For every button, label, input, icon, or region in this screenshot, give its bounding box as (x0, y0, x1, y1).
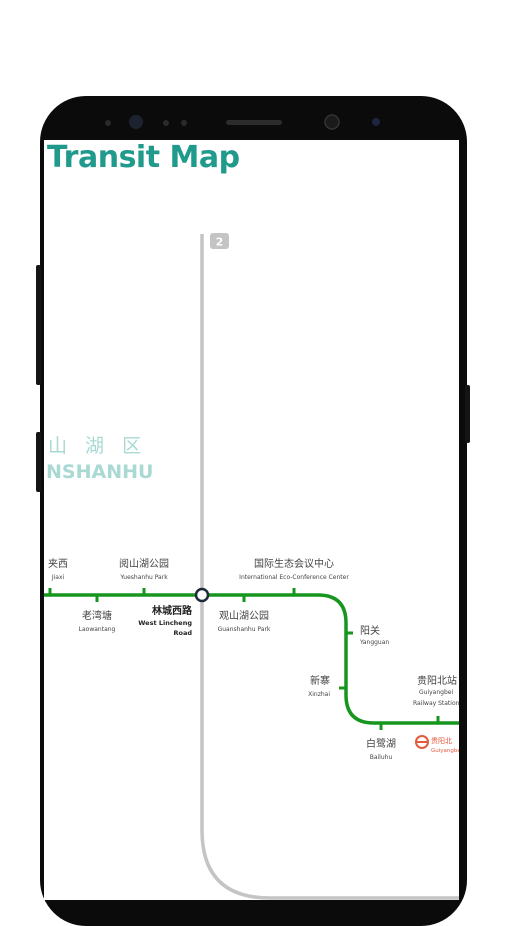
station-label-en: Road (173, 629, 192, 637)
app-screen (44, 140, 459, 900)
station-label-en: Railway Station (413, 700, 460, 707)
bixby-button (36, 432, 41, 492)
front-camera-icon (129, 115, 143, 129)
line-2-route[interactable] (200, 234, 470, 900)
station-label-cn[interactable]: 夹西 (48, 557, 68, 570)
line-1-route[interactable] (40, 593, 470, 725)
station-label-en: Laowantang (79, 626, 116, 633)
volume-button (36, 265, 41, 385)
app-title: Transit Map (47, 140, 240, 175)
station-label-cn[interactable]: 林城西路 (152, 604, 193, 617)
district-name-cn: 山 湖 区 (48, 435, 147, 457)
station-label-en: Jiaxi (51, 574, 65, 581)
station-label-cn[interactable]: 贵阳北 (431, 736, 452, 745)
station-label-en: Guiyangbei (431, 748, 463, 754)
proximity-sensor (372, 118, 380, 126)
station-label-en: International Eco-Conference Center (239, 574, 349, 581)
station-label-en: Guanshanhu Park (218, 626, 271, 633)
line-2-badge-label: 2 (216, 236, 224, 249)
station-label-en: Yueshanhu Park (119, 574, 168, 581)
station-label-en: Guiyangbei (419, 689, 453, 696)
phone-sensors (105, 114, 380, 130)
station-label-cn[interactable]: 阳关 (360, 624, 380, 637)
station-label-cn[interactable]: 贵阳北站 (417, 674, 457, 687)
station-label-cn[interactable]: 阅山湖公园 (119, 557, 169, 570)
district-name-en: NSHANHU (46, 461, 153, 483)
station-label-en: Xinzhai (308, 691, 330, 698)
station-label-cn[interactable]: 国际生态会议中心 (254, 557, 334, 570)
station-label-en: Bailuhu (370, 754, 393, 761)
station-label-cn[interactable]: 老湾塘 (82, 609, 112, 622)
speaker-grille (226, 120, 282, 125)
iris-scanner-icon (324, 114, 340, 130)
interchange-station-icon[interactable] (194, 587, 210, 603)
sensor-dot (163, 120, 169, 126)
power-button (465, 385, 470, 443)
station-label-cn[interactable]: 白鹭湖 (366, 737, 396, 750)
transit-map[interactable]: 山 湖 区 NSHANHU 2 夹西 Jiaxi 阅山湖公园 Yueshanhu… (0, 0, 506, 900)
sensor-dot (105, 120, 111, 126)
station-label-en: Yangguan (359, 639, 389, 646)
station-label-en: West Lincheng (138, 619, 192, 627)
sensor-dot (181, 120, 187, 126)
station-label-cn[interactable]: 观山湖公园 (219, 610, 269, 622)
station-label-cn[interactable]: 新寨 (310, 674, 330, 687)
line-2-badge[interactable] (210, 233, 229, 249)
